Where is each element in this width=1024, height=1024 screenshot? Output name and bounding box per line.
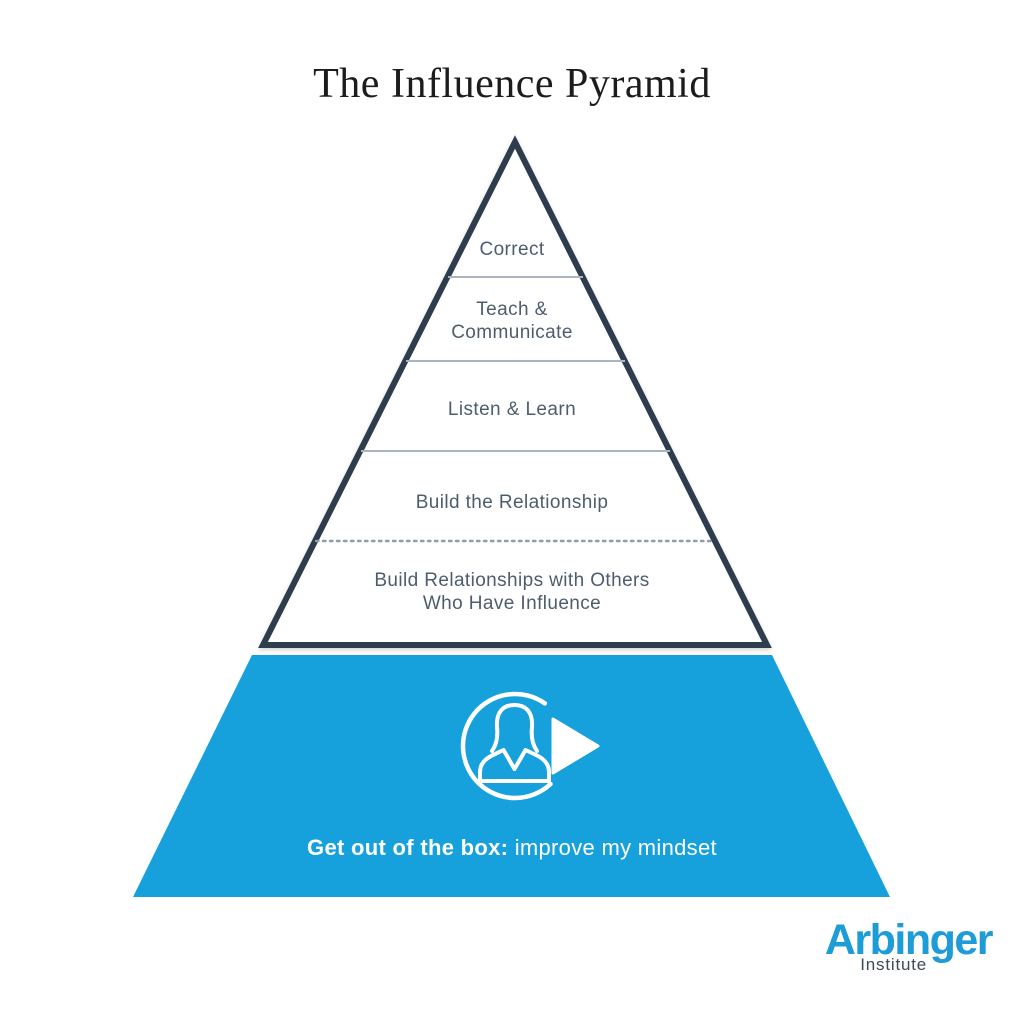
base-caption-bold: Get out of the box: — [307, 835, 509, 860]
icon-person-head — [490, 702, 539, 753]
base-caption-regular: improve my mindset — [508, 835, 717, 860]
pyramid-outline — [258, 135, 772, 648]
person-play-icon — [460, 691, 600, 801]
pyramid-level-label-build-relationships-others: Build Relationships with Others Who Have… — [374, 570, 650, 614]
page-title: The Influence Pyramid — [313, 61, 711, 107]
icon-play-triangle — [551, 717, 600, 775]
pyramid-level-label-correct: Correct — [479, 239, 545, 260]
base-trapezoid — [133, 655, 890, 897]
arbinger-logo: Arbinger — [824, 916, 994, 964]
pyramid-level-label-listen-learn: Listen & Learn — [447, 399, 577, 420]
pyramid-level-label-build-relationship: Build the Relationship — [415, 492, 609, 513]
arbinger-logo-subtitle: Institute — [860, 955, 927, 974]
icon-person-body — [478, 748, 551, 783]
pyramid-level-label-teach-communicate: Teach & Communicate — [451, 299, 573, 343]
base-caption: Get out of the box: improve my mindset — [0, 835, 1024, 861]
icon-circle-arc — [460, 691, 553, 801]
